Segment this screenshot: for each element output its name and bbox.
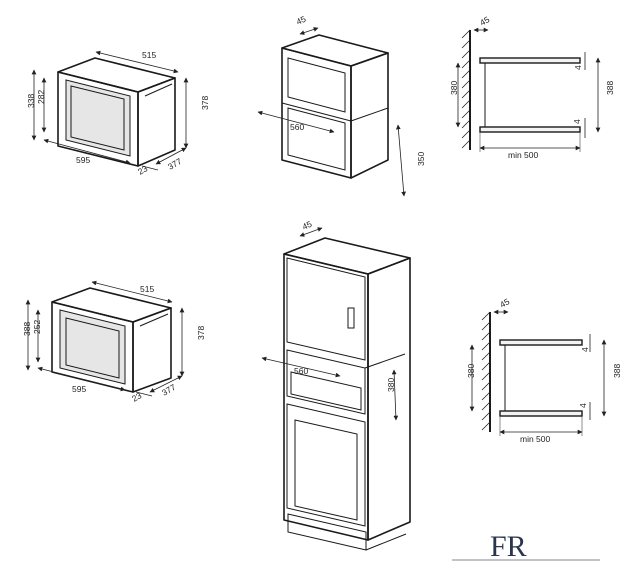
cabinet-top-drawing: [281, 34, 389, 179]
side-view-bottom-drawing: [481, 311, 583, 432]
dim-b-height-front-outer: 388: [22, 322, 32, 336]
side-top-min-depth: min 500: [508, 150, 539, 160]
dim-height-front-inner: 282: [36, 90, 46, 104]
dim-b-depth: 377: [160, 382, 178, 398]
tall-cabinet-dimensions: 45 560 380: [261, 219, 399, 421]
side-bottom-height: 388: [612, 364, 622, 378]
side-top-gap-bottom: 4: [572, 119, 582, 124]
dim-tall-gap: 45: [301, 219, 314, 232]
dim-offset: 23: [136, 163, 149, 177]
dim-tall-depth: 560: [294, 366, 308, 376]
dim-width-top: 515: [142, 50, 156, 60]
tall-cabinet-drawing: [283, 237, 411, 551]
side-view-top-dimensions: 45 380 388 4 4 min 500: [449, 14, 615, 160]
dim-cabinet-depth: 560: [290, 122, 304, 132]
dim-b-height-front-inner: 252: [32, 320, 42, 334]
side-top-height: 388: [605, 81, 615, 95]
dim-width-bottom: 595: [76, 155, 90, 165]
dim-height-front-outer: 338: [26, 94, 36, 108]
side-top-gap: 45: [478, 14, 491, 28]
side-top-opening: 380: [449, 81, 459, 95]
side-bottom-gap-top: 4: [580, 347, 590, 352]
cabinet-top-dimensions: 45 560 350: [257, 14, 426, 197]
wall-hatch-bottom: [481, 311, 491, 431]
dim-b-height-right: 378: [196, 326, 206, 340]
brand-logo: FR: [452, 530, 600, 563]
side-top-gap-top: 4: [573, 65, 583, 70]
side-bottom-min-depth: min 500: [520, 434, 551, 444]
dim-b-width-top: 515: [140, 284, 154, 294]
logo-text: FR: [490, 530, 527, 563]
dim-tall-height: 380: [386, 378, 396, 392]
dim-depth: 377: [166, 156, 184, 172]
dim-b-offset: 23: [130, 390, 143, 404]
dim-height-right: 378: [200, 96, 210, 110]
side-view-top-drawing: [461, 29, 581, 150]
microwave-bottom-drawing: [51, 287, 172, 393]
dim-cabinet-gap: 45: [295, 14, 308, 27]
dim-cabinet-height: 350: [416, 152, 426, 166]
side-bottom-opening: 380: [466, 364, 476, 378]
side-view-bottom-dimensions: 45 380 388 4 4 min 500: [466, 296, 622, 444]
wall-hatch-top: [461, 29, 471, 149]
dim-b-width-bottom: 595: [72, 384, 86, 394]
microwave-top-drawing: [57, 57, 176, 167]
microwave-top-dimensions: 515 338 282 378 595 23 377: [26, 50, 210, 177]
side-bottom-gap: 45: [498, 296, 511, 310]
side-bottom-gap-bottom: 4: [578, 403, 588, 408]
